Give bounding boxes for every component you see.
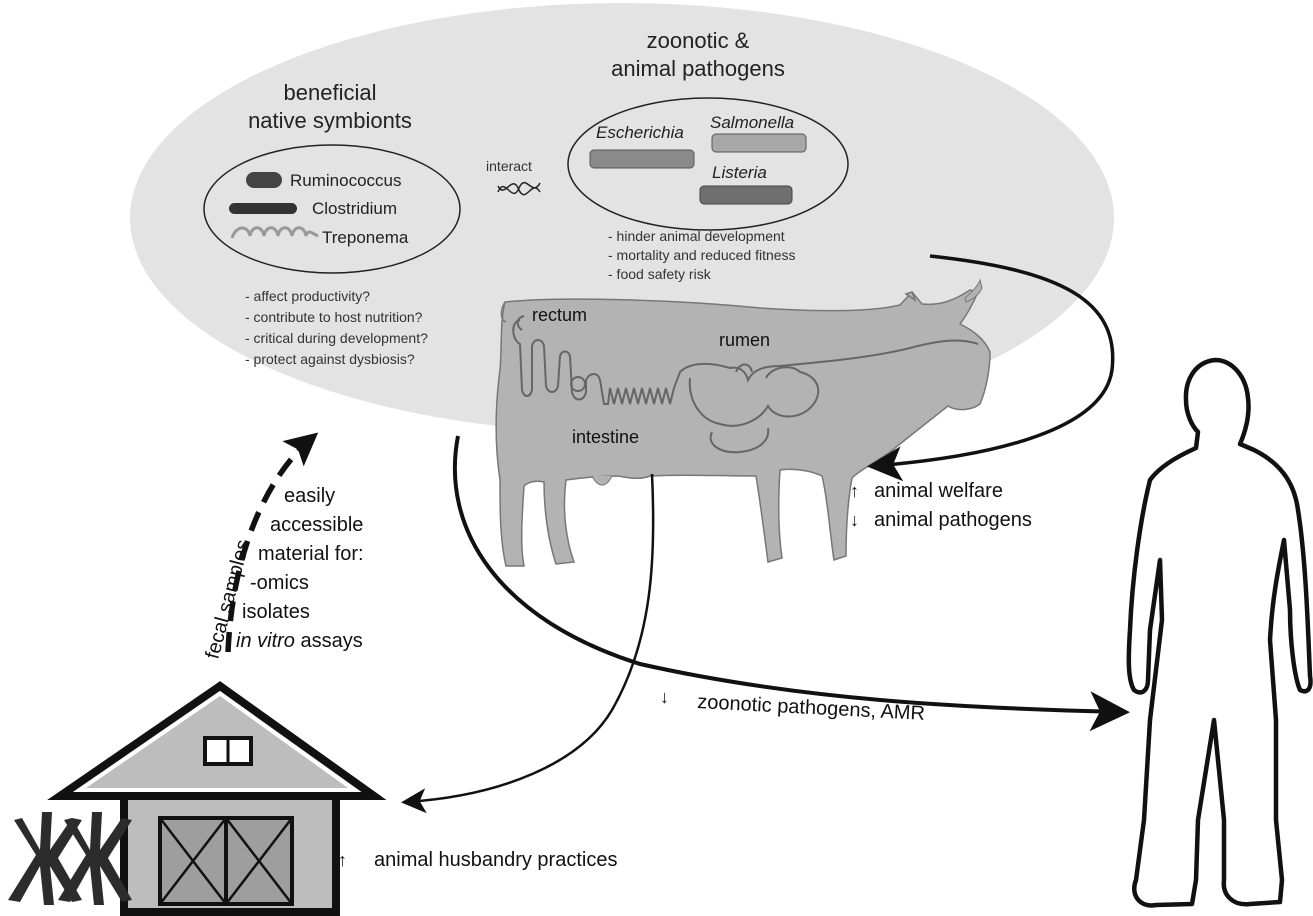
pathogens-title-line1: zoonotic & xyxy=(647,28,750,53)
symbiont-question-4: - protect against dysbiosis? xyxy=(245,351,415,367)
arrow-cloud-to-cow xyxy=(867,254,1115,482)
symbiont-question-2: - contribute to host nutrition? xyxy=(245,309,423,325)
label-animal-pathogens: animal pathogens xyxy=(874,509,1032,531)
human-icon xyxy=(1126,357,1313,908)
salmonella-cell-icon xyxy=(711,133,807,153)
pathogens-title-line2: animal pathogens xyxy=(611,56,785,81)
cow-label-rumen: rumen xyxy=(719,330,770,350)
fecal-line-1: easily xyxy=(284,485,335,507)
label-husbandry: animal husbandry practices xyxy=(374,849,617,871)
symbiont-question-3: - critical during development? xyxy=(245,330,428,346)
cow-label-rectum: rectum xyxy=(532,305,587,325)
arrow-fecal-samples xyxy=(225,432,319,653)
pathogen-escherichia: Escherichia xyxy=(596,123,684,142)
pathogen-effect-1: - hinder animal development xyxy=(608,228,785,244)
symbiont-question-1: - affect productivity? xyxy=(245,288,370,304)
pathogen-effect-3: - food safety risk xyxy=(608,266,712,282)
pathogen-salmonella: Salmonella xyxy=(710,113,794,132)
label-zoonotic-pathogens: zoonotic pathogens, AMR xyxy=(697,691,926,725)
symbiont-clostridium: Clostridium xyxy=(312,199,397,218)
symbionts-oval xyxy=(203,144,461,274)
cow-label-intestine: intestine xyxy=(572,427,639,447)
interact-wave-icon-2 xyxy=(497,183,541,196)
cow-icon xyxy=(495,278,991,567)
interact-wave-icon xyxy=(497,181,541,195)
barn-icon xyxy=(47,681,387,916)
fecal-line-3: material for: xyxy=(258,543,364,565)
pathogens-oval xyxy=(567,97,849,231)
pathogen-effect-2: - mortality and reduced fitness xyxy=(608,247,796,263)
clostridium-cell-icon xyxy=(229,203,297,214)
down-arrow-pathogens: ↓ xyxy=(850,510,859,530)
symbionts-title-line1: beneficial xyxy=(284,80,377,105)
up-arrow-welfare: ↑ xyxy=(850,481,859,501)
symbiont-treponema: Treponema xyxy=(322,228,409,247)
treponema-spiral-icon xyxy=(230,226,319,239)
fecal-line-6: in vitro assays xyxy=(236,630,363,652)
pathogen-listeria: Listeria xyxy=(712,163,767,182)
fecal-line-4: -omics xyxy=(250,572,309,594)
listeria-cell-icon xyxy=(699,185,793,205)
arrow-cloud-to-human xyxy=(452,435,1130,732)
arrow-cow-to-barn xyxy=(401,473,655,814)
fecal-invitro-rest: assays xyxy=(295,630,363,652)
fecal-invitro-italic: in vitro xyxy=(236,630,295,652)
fecal-line-2: accessible xyxy=(270,514,363,536)
up-arrow-husbandry: ↑ xyxy=(338,850,347,870)
label-animal-welfare: animal welfare xyxy=(874,480,1003,502)
symbiont-ruminococcus: Ruminococcus xyxy=(290,171,402,190)
down-arrow-zoonotic: ↓ xyxy=(660,687,669,707)
escherichia-cell-icon xyxy=(589,149,695,169)
ruminococcus-cell-icon xyxy=(246,172,282,188)
symbionts-title-line2: native symbionts xyxy=(248,108,412,133)
interact-label: interact xyxy=(486,158,532,174)
fecal-line-5: isolates xyxy=(242,601,310,623)
hay-bundle-icon xyxy=(8,812,132,905)
gi-tract-icon xyxy=(512,315,979,454)
